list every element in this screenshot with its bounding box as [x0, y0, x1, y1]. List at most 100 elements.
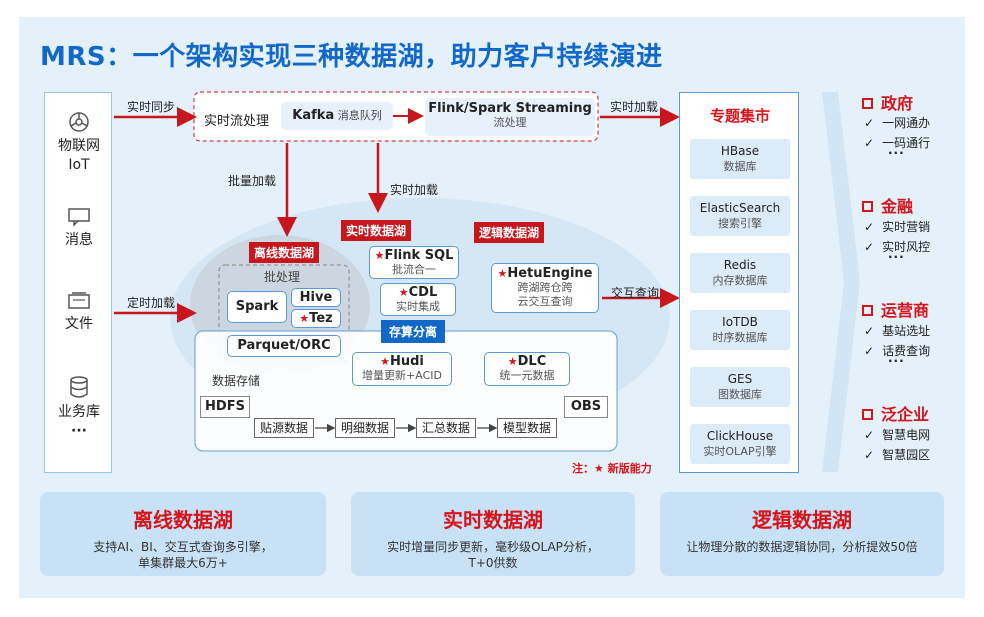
interactive-query-label: 交互查询 — [611, 286, 660, 300]
parquet-label: Parquet/ORC — [237, 338, 331, 353]
obs-box: OBS — [564, 396, 608, 418]
square-icon — [862, 305, 873, 316]
industry-item: ✓实时营销 — [864, 220, 931, 234]
message-source: 消息 — [45, 207, 113, 250]
flinksql-sub: 批流合一 — [392, 263, 436, 276]
market-item-elasticsearch: ElasticSearch 搜索引擎 — [690, 196, 790, 236]
batch-load-label: 批量加载 — [228, 174, 277, 188]
database-icon — [70, 376, 88, 398]
market-title: 专题集市 — [709, 107, 770, 125]
cdl-box: ★CDL 实时集成 — [380, 283, 456, 316]
dlc-sub: 统一元数据 — [499, 369, 555, 382]
industry-government: 政府 — [862, 90, 913, 114]
message-label: 消息 — [65, 232, 93, 248]
hetu-main: HetuEngine — [507, 266, 593, 281]
market-item-sub: 实时OLAP引擎 — [703, 445, 777, 458]
flow-step-model: 模型数据 — [497, 418, 557, 438]
hetu-box: ★HetuEngine 跨湖跨仓跨 云交互查询 — [491, 263, 599, 313]
check-icon: ✓ — [864, 136, 875, 150]
new-star-icon: ★ — [374, 249, 385, 262]
hive-label: Hive — [299, 290, 333, 305]
industry-item: ✓智慧电网 — [864, 428, 931, 442]
market-item-name: ClickHouse — [706, 429, 774, 443]
check-icon: ✓ — [864, 324, 875, 338]
dlc-main: DLC — [517, 354, 547, 369]
page-title: MRS：一个架构实现三种数据湖，助力客户持续演进 — [40, 42, 663, 72]
new-star-icon: ★ — [299, 312, 310, 325]
square-icon — [862, 409, 873, 420]
market-item-name: IoTDB — [722, 315, 758, 329]
storage-compute-tag: 存算分离 — [381, 320, 446, 343]
industry-enterprise: 泛企业 — [862, 401, 929, 425]
realtime-load-mid-label: 实时加载 — [390, 183, 439, 197]
card-title: 离线数据湖 — [133, 508, 233, 532]
new-star-icon: ★ — [497, 267, 508, 280]
iot-label-en: IoT — [68, 157, 90, 173]
card-title: 逻辑数据湖 — [752, 508, 852, 532]
business-db-label: 业务库 — [58, 404, 100, 420]
industry-ellipsis: ··· — [888, 250, 905, 264]
hdfs-box: HDFS — [200, 396, 250, 418]
flink-box: Flink/Spark Streaming 流处理 — [425, 98, 595, 136]
new-star-icon: ★ — [507, 355, 518, 368]
industry-ellipsis: ··· — [888, 146, 905, 160]
hudi-box: ★Hudi 增量更新+ACID — [352, 352, 452, 386]
scheduled-load-label: 定时加载 — [127, 296, 176, 310]
hudi-sub: 增量更新+ACID — [362, 369, 442, 382]
file-source: 文件 — [45, 291, 113, 334]
check-icon: ✓ — [864, 448, 875, 462]
iot-source: 物联网 IoT — [45, 111, 113, 175]
flink-sub: 流处理 — [493, 116, 527, 129]
kafka-box: Kafka 消息队列 — [281, 102, 393, 130]
market-item-clickhouse: ClickHouse 实时OLAP引擎 — [690, 424, 790, 464]
hudi-main: Hudi — [389, 354, 424, 369]
realtime-sync-label: 实时同步 — [127, 100, 176, 114]
check-icon: ✓ — [864, 220, 875, 234]
industry-item: ✓一网通办 — [864, 116, 931, 130]
market-item-ges: GES 图数据库 — [690, 367, 790, 407]
business-db-source: 业务库 ··· — [45, 375, 113, 441]
market-item-sub: 内存数据库 — [712, 274, 768, 287]
source-ellipsis: ··· — [71, 423, 87, 439]
cdl-sub: 实时集成 — [396, 300, 440, 313]
market-item-sub: 搜索引擎 — [718, 217, 762, 230]
tez-label: Tez — [309, 311, 333, 326]
logical-lake-tag: 逻辑数据湖 — [474, 222, 545, 243]
square-icon — [862, 201, 873, 212]
market-item-name: GES — [727, 372, 753, 386]
logical-lake-card: 逻辑数据湖 让物理分散的数据逻辑协同，分析提效50倍 — [660, 492, 944, 576]
market-item-name: ElasticSearch — [699, 201, 781, 215]
kafka-main: Kafka — [292, 108, 335, 123]
parquet-box: Parquet/ORC — [227, 335, 341, 357]
industry-finance: 金融 — [862, 193, 913, 217]
offline-lake-card: 离线数据湖 支持AI、BI、交互式查询多引擎，单集群最大6万+ — [40, 492, 326, 576]
message-icon — [68, 208, 90, 227]
flow-step-detail: 明细数据 — [335, 418, 395, 438]
market-item-name: Redis — [723, 258, 757, 272]
dlc-box: ★DLC 统一元数据 — [484, 352, 570, 386]
tez-box: ★Tez — [291, 309, 341, 328]
card-title: 实时数据湖 — [443, 508, 543, 532]
card-desc: 支持AI、BI、交互式查询多引擎，单集群最大6万+ — [93, 540, 273, 570]
iot-label-cn: 物联网 — [58, 138, 100, 154]
industry-item: ✓智慧园区 — [864, 448, 931, 462]
realtime-lake-card: 实时数据湖 实时增量同步更新，毫秒级OLAP分析，T+0供数 — [351, 492, 635, 576]
market-item-sub: 数据库 — [723, 160, 757, 173]
card-desc: 让物理分散的数据逻辑协同，分析提效50倍 — [686, 540, 918, 554]
realtime-lake-tag: 实时数据湖 — [341, 220, 412, 241]
storage-label: 数据存储 — [212, 374, 261, 388]
flink-main: Flink/Spark Streaming — [428, 101, 592, 116]
check-icon: ✓ — [864, 428, 875, 442]
spark-box: Spark — [227, 291, 287, 323]
industry-item: ✓基站选址 — [864, 324, 931, 338]
file-label: 文件 — [65, 316, 93, 332]
card-desc: 实时增量同步更新，毫秒级OLAP分析，T+0供数 — [387, 540, 599, 570]
market-item-sub: 图数据库 — [718, 388, 762, 401]
iot-icon — [69, 112, 89, 132]
new-star-icon: ★ — [380, 355, 390, 368]
chevron-shape — [822, 92, 860, 472]
cdl-main: CDL — [408, 285, 438, 300]
